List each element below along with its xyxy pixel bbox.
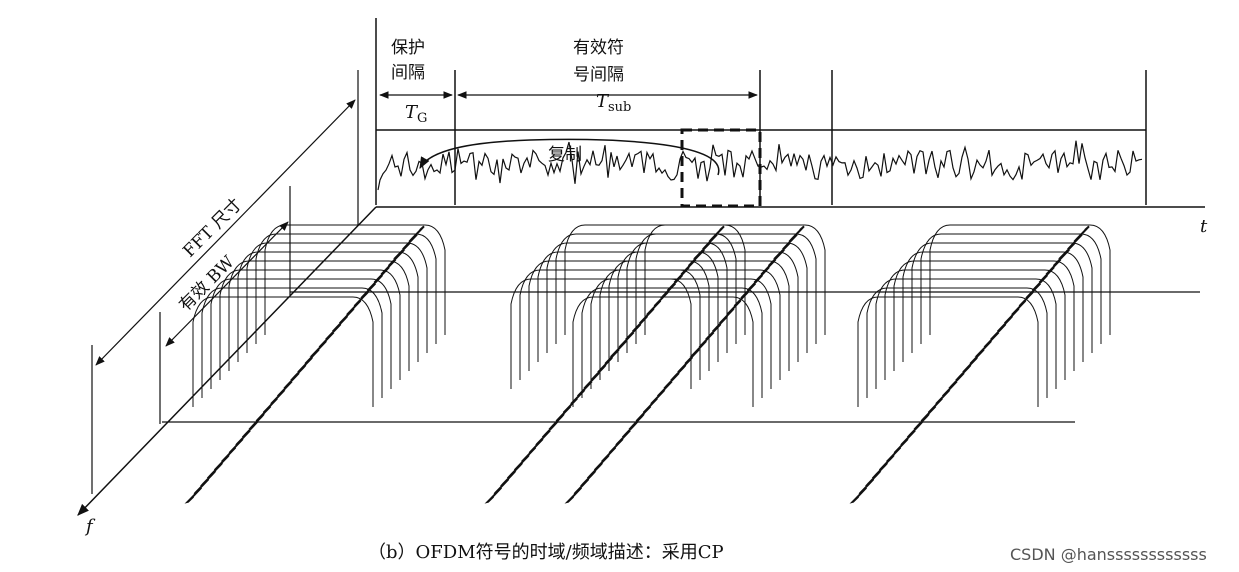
guard-interval-label-1: 保护 <box>391 38 425 58</box>
subcarrier-envelope <box>519 269 701 380</box>
subcarrier-envelope <box>875 278 1057 389</box>
subcarrier-envelope <box>590 278 772 389</box>
svg-text:Tsub: Tsub <box>596 91 631 115</box>
subcarrier-envelope <box>857 296 1039 407</box>
frequency-axis: f FFT 尺寸 有效 BW <box>77 70 377 537</box>
fft-size-label: FFT 尺寸 <box>179 195 246 262</box>
copy-label: 复制 <box>548 145 582 165</box>
subcarrier-envelope <box>546 242 728 353</box>
useful-interval-label-1: 有效符 <box>573 38 624 58</box>
subcarrier-envelope <box>237 251 419 362</box>
subcarrier-envelope <box>228 260 410 371</box>
guard-symbol-sub: G <box>417 111 427 126</box>
subcarrier-envelope <box>201 287 383 398</box>
subcarrier-envelope <box>866 287 1048 398</box>
copy-arrow <box>419 138 720 176</box>
guard-interval-label-2: 间隔 <box>391 63 425 83</box>
subcarrier-envelope <box>564 224 746 335</box>
subcarrier-envelope <box>555 233 737 344</box>
subcarrier-envelope <box>617 251 799 362</box>
subcarrier-envelope <box>884 269 1066 380</box>
subcarrier-spectra <box>184 224 1111 504</box>
subcarrier-band <box>564 225 805 504</box>
subcarrier-band <box>849 225 1090 504</box>
subcarrier-envelope <box>644 224 826 335</box>
subcarrier-envelope <box>920 233 1102 344</box>
time-axis: t <box>376 206 1208 237</box>
figure-caption: （b）OFDM符号的时域/频域描述：采用CP <box>368 542 724 563</box>
subcarrier-envelope <box>599 269 781 380</box>
subcarrier-envelope <box>264 224 446 335</box>
subcarrier-envelope <box>210 278 392 389</box>
subcarrier-envelope <box>219 269 401 380</box>
subcarrier-envelope <box>537 251 719 362</box>
subcarrier-envelope <box>911 242 1093 353</box>
subcarrier-envelope <box>510 278 692 389</box>
guard-interval-dimension: 保护 间隔 TG <box>379 38 453 126</box>
subcarrier-envelope <box>192 296 374 407</box>
floor-lines <box>162 291 1200 423</box>
subcarrier-envelope <box>608 260 790 371</box>
useful-symbol: T <box>596 91 610 112</box>
subcarrier-band <box>484 225 725 504</box>
subcarrier-envelope <box>626 242 808 353</box>
subcarrier-envelope <box>246 242 428 353</box>
watermark: CSDN @hanssssssssssss <box>1010 545 1207 564</box>
svg-text:TG: TG <box>405 102 427 126</box>
subcarrier-envelope <box>528 260 710 371</box>
time-waveform <box>377 140 1143 191</box>
subcarrier-band <box>184 225 425 504</box>
useful-interval-dimension: 有效符 号间隔 Tsub <box>457 38 758 115</box>
useful-symbol-sub: sub <box>608 100 631 115</box>
subcarrier-envelope <box>893 260 1075 371</box>
subcarrier-envelope <box>255 233 437 344</box>
time-axis-label: t <box>1200 216 1208 237</box>
useful-interval-label-2: 号间隔 <box>573 65 624 85</box>
subcarrier-envelope <box>572 296 754 407</box>
subcarrier-envelope <box>635 233 817 344</box>
subcarrier-envelope <box>581 287 763 398</box>
time-domain-frame <box>375 18 1147 208</box>
frequency-axis-label: f <box>84 516 96 537</box>
subcarrier-envelope <box>902 251 1084 362</box>
guard-symbol: T <box>405 102 419 123</box>
copied-segment-box <box>680 128 762 208</box>
subcarrier-envelope <box>929 224 1111 335</box>
